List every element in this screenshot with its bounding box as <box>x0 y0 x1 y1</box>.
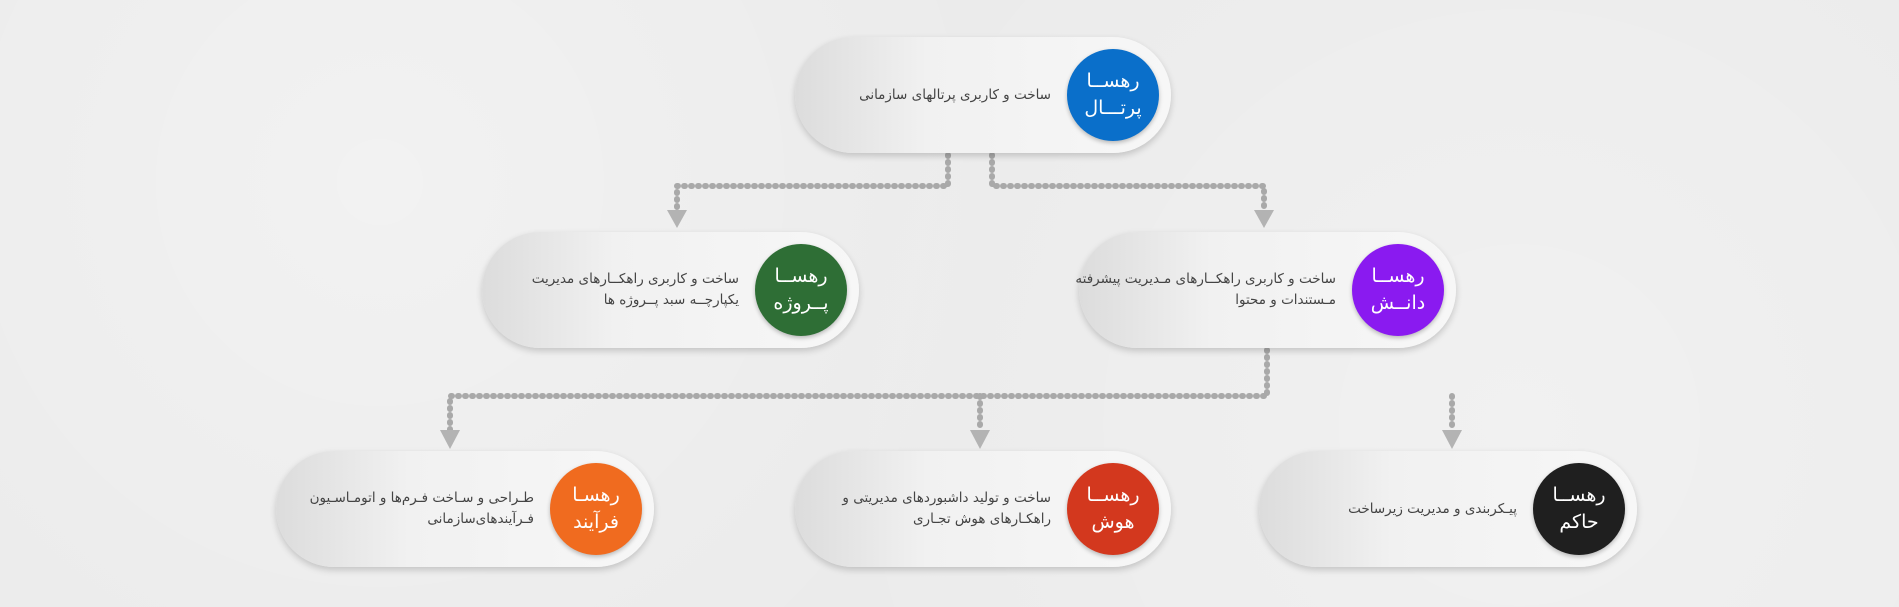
project-badge: رهســا پــروژه <box>755 244 847 336</box>
portal-description: ساخت و کاربری پرتالهای سازمانی <box>859 37 1051 153</box>
project-title-line1: رهســا <box>774 265 828 287</box>
arrowhead-knowledge <box>1254 210 1274 228</box>
arrowhead-process <box>440 430 460 449</box>
node-intelligence[interactable]: رهســا هوش ساخت و تولید داشبوردهای مدیری… <box>795 451 1171 567</box>
arrowhead-intelligence <box>970 430 990 449</box>
knowledge-description-line2: مـستندات و محتوا <box>1235 292 1336 308</box>
intelligence-title-line2: هوش <box>1091 511 1135 533</box>
project-description: ساخت و کاربری راهکــارهای مدیریت یکپارچـ… <box>532 232 739 348</box>
project-title-line2: پــروژه <box>773 292 829 314</box>
node-process[interactable]: رهسـا فرآیند طـراحی و سـاخت فـرم‌ها و ات… <box>276 451 654 567</box>
connector-portal-to-project <box>674 152 951 212</box>
knowledge-description-line1: ساخت و کاربری راهکــارهای مـدیریت پیشرفت… <box>1075 271 1336 287</box>
intelligence-badge: رهســا هوش <box>1067 463 1159 555</box>
intelligence-title-line1: رهســا <box>1086 484 1140 506</box>
node-portal[interactable]: رهســا پرتـــال ساخت و کاربری پرتالهای س… <box>795 37 1171 153</box>
arrowhead-governance <box>1442 430 1462 449</box>
process-description-line2: فـرآیندهای‌سازمانی <box>427 511 534 527</box>
intelligence-description: ساخت و تولید داشبوردهای مدیریتی و راهکـا… <box>842 451 1051 567</box>
governance-badge: رهســا حاکم <box>1533 463 1625 555</box>
governance-title-line1: رهســا <box>1552 484 1606 506</box>
knowledge-description: ساخت و کاربری راهکــارهای مـدیریت پیشرفت… <box>1075 232 1336 348</box>
portal-title-line2: پرتـــال <box>1084 97 1142 119</box>
project-description-line2: یکپارچــه سبد پــروژه ها <box>603 292 739 308</box>
governance-title-line2: حاکم <box>1559 511 1599 533</box>
intelligence-description-line2: راهکـارهای هوش تجـاری <box>912 511 1051 527</box>
process-badge: رهسـا فرآیند <box>550 463 642 555</box>
connector-portal-to-knowledge <box>989 152 1267 212</box>
process-title-line1: رهسـا <box>572 484 620 506</box>
process-description-line1: طـراحی و سـاخت فـرم‌ها و اتومـاسـیون <box>309 490 534 506</box>
node-project[interactable]: رهســا پــروژه ساخت و کاربری راهکــارهای… <box>482 232 859 348</box>
portal-badge: رهســا پرتـــال <box>1067 49 1159 141</box>
connector-knowledge-to-process <box>447 347 1270 433</box>
arrowhead-project <box>667 210 687 228</box>
portal-title-line1: رهســا <box>1086 70 1140 92</box>
intelligence-description-line1: ساخت و تولید داشبوردهای مدیریتی و <box>842 490 1051 506</box>
knowledge-title-line1: رهســا <box>1371 265 1425 287</box>
project-description-line1: ساخت و کاربری راهکــارهای مدیریت <box>531 271 739 287</box>
node-governance[interactable]: رهســا حاکم پیـکربندی و مدیریت زیرساخت <box>1259 451 1637 567</box>
knowledge-title-line2: دانــش <box>1370 292 1426 314</box>
governance-description-line1: پیـکربندی و مدیریت زیرساخت <box>1348 500 1517 517</box>
process-title-line2: فرآیند <box>573 511 619 533</box>
process-description: طـراحی و سـاخت فـرم‌ها و اتومـاسـیون فـر… <box>310 451 534 567</box>
node-knowledge[interactable]: رهســا دانــش ساخت و کاربری راهکــارهای … <box>1075 232 1456 348</box>
governance-description: پیـکربندی و مدیریت زیرساخت <box>1348 451 1517 567</box>
knowledge-badge: رهســا دانــش <box>1352 244 1444 336</box>
portal-description-line1: ساخت و کاربری پرتالهای سازمانی <box>859 86 1051 103</box>
